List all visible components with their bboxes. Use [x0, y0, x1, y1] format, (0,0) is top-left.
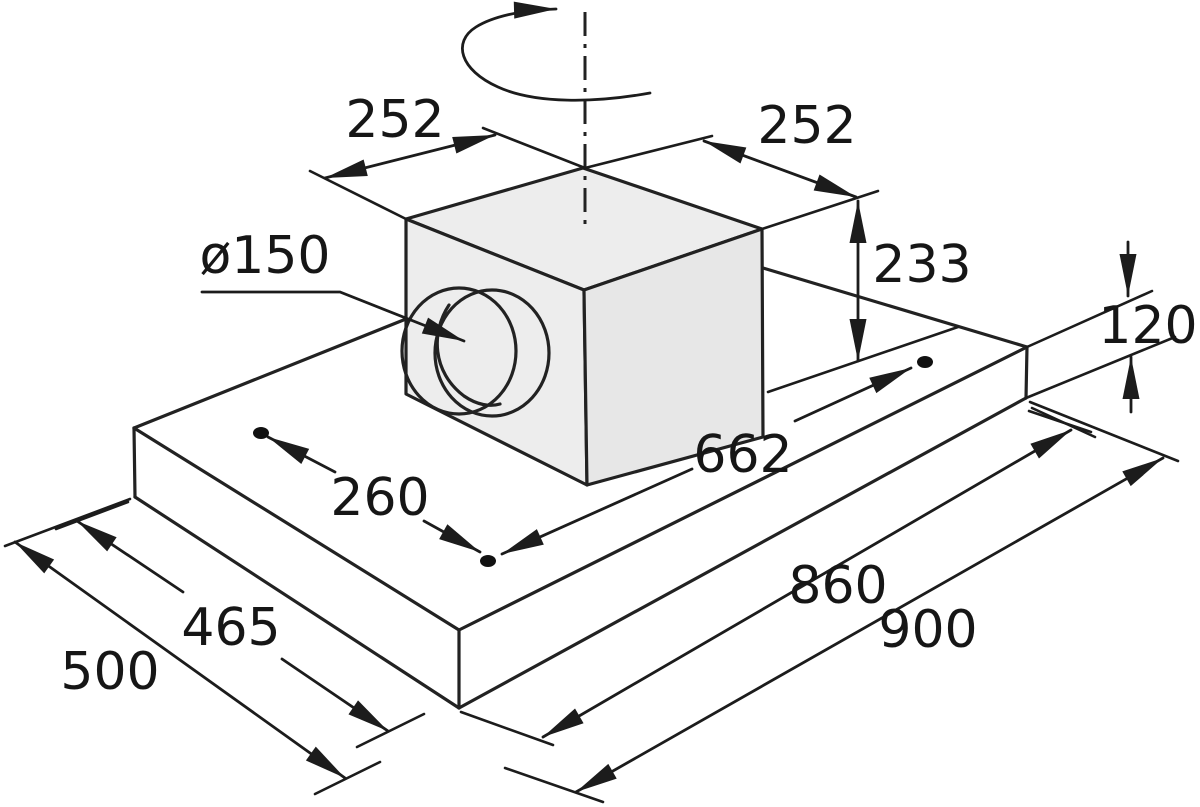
dim-line-260-right — [422, 519, 482, 554]
label-662: 662 — [693, 425, 792, 485]
label-860: 860 — [788, 556, 887, 616]
label-252-right: 252 — [757, 96, 856, 156]
dim-line-662-right — [793, 366, 913, 423]
leader-line-duct-diameter — [200, 290, 466, 343]
dim-line-465-right — [280, 657, 390, 733]
dim-line-465-left — [75, 519, 185, 594]
mounting-points — [253, 356, 933, 567]
label-233: 233 — [872, 235, 971, 295]
rotation-arrow-icon — [461, 1, 652, 102]
extension-lines — [3, 126, 1180, 804]
label-120: 120 — [1098, 296, 1197, 356]
label-500: 500 — [60, 642, 159, 702]
label-duct-diameter: ø150 — [199, 226, 330, 286]
motor-box — [404, 166, 765, 487]
label-252-left: 252 — [345, 90, 444, 150]
dim-line-500 — [13, 540, 347, 780]
label-465: 465 — [181, 598, 280, 658]
dim-line-900 — [574, 456, 1165, 794]
dim-line-252-right — [702, 139, 858, 199]
dim-line-260-left — [266, 435, 337, 474]
dim-line-252-left — [323, 133, 497, 180]
label-260: 260 — [330, 468, 429, 528]
label-900: 900 — [878, 600, 977, 660]
dimension-lines — [13, 133, 1165, 794]
